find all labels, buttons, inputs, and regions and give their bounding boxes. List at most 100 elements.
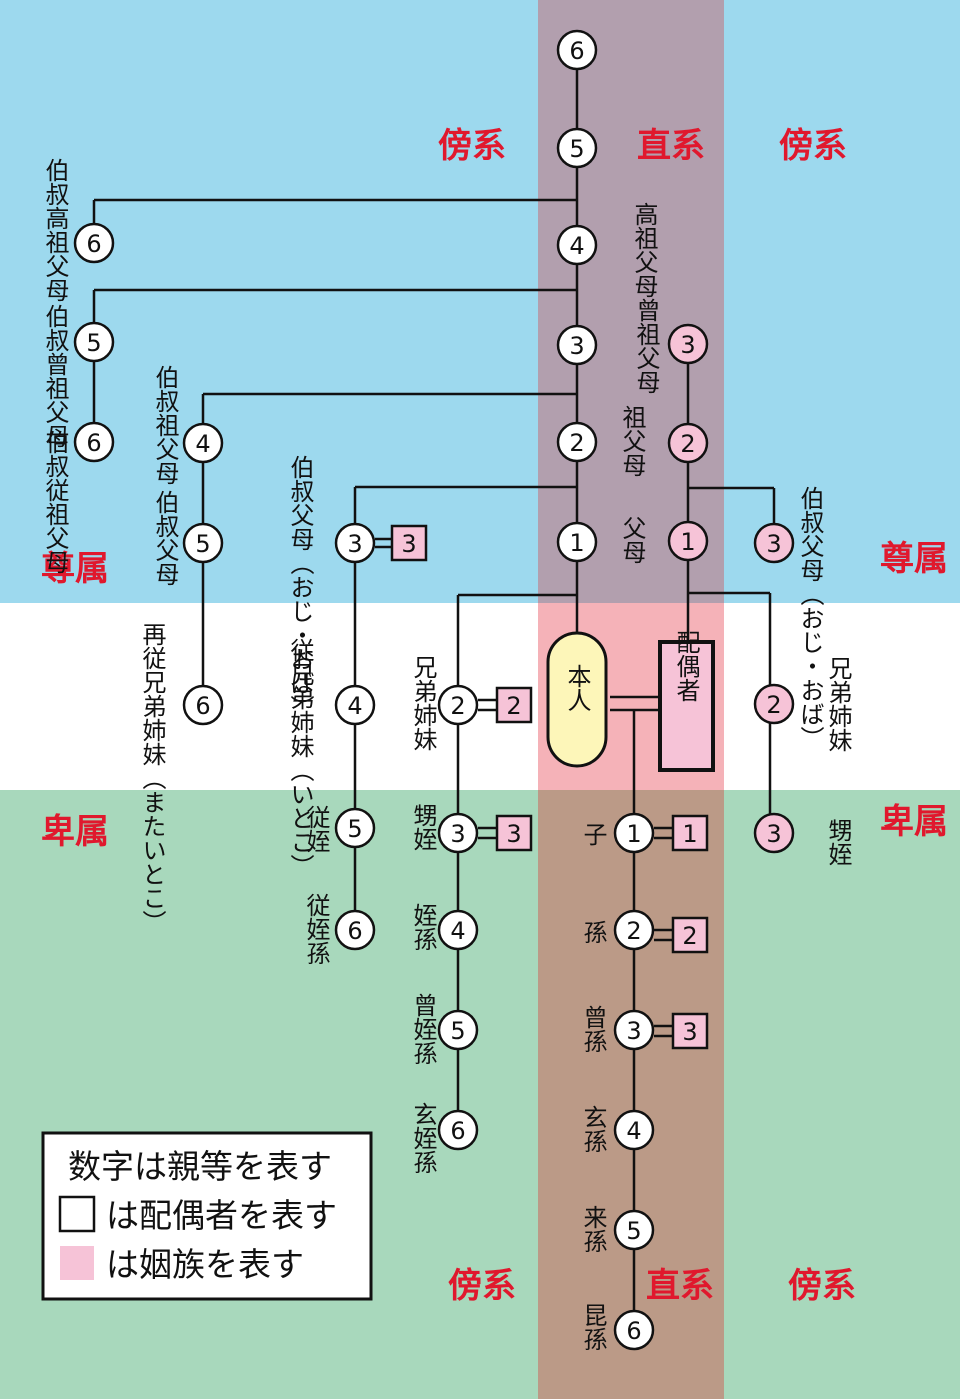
svg-text:6: 6 [86,230,101,258]
node-sibling-2: 2 [437,684,479,726]
svg-text:3: 3 [680,331,695,359]
svg-text:3: 3 [682,1018,697,1046]
svg-text:6: 6 [86,429,101,457]
node-great-granduncle-5: 5 [73,321,115,363]
legend-line-1: 数字は親等を表す [68,1147,332,1186]
svg-text:6: 6 [450,1117,465,1145]
node-self: 本人 [546,631,608,768]
label-collateral-left-top: 傍系 [438,126,506,166]
label-spouse-kyodai: 兄弟姉妹 [824,656,852,752]
svg-text:2: 2 [506,692,521,720]
svg-text:3: 3 [766,530,781,558]
node-uncle-spouse-3: 3 [390,524,428,562]
svg-text:1: 1 [680,528,695,556]
svg-text:5: 5 [86,329,101,357]
label-sou-tetsuson: 曾姪孫 [409,993,437,1065]
node-spouse-sibling-2: 2 [753,683,795,725]
node-grandchild-spouse-2: 2 [671,916,709,954]
node-lineal-2: 2 [556,421,598,463]
label-jutetsu: 従姪 [302,805,330,853]
label-ko: 子 [579,822,607,846]
svg-text:6: 6 [347,917,362,945]
label-spouse-hakushuku: 伯叔父母（おじ・おば） [796,486,824,750]
svg-text:3: 3 [347,530,362,558]
node-gg-grandchild-4: 4 [613,1109,655,1151]
svg-text:1: 1 [682,820,697,848]
legend-spouse-swatch [58,1195,96,1233]
label-collateral-right-top: 傍系 [779,126,847,166]
label-lineal-bottom: 直系 [646,1266,714,1306]
node-great-grandchild-3: 3 [613,1009,655,1051]
label-ju-kyodai: 従兄弟姉妹（いとこ） [286,638,314,878]
svg-text:6: 6 [626,1317,641,1345]
node-lineal-4: 4 [556,224,598,266]
svg-text:3: 3 [626,1017,641,1045]
legend: 数字は親等を表す は配偶者を表す は姻族を表す [41,1131,373,1301]
label-himago: 曾孫 [579,1005,607,1053]
node-great-great-granduncle-6: 6 [73,222,115,264]
node-nephew-spouse-3: 3 [495,814,533,852]
node-gggg-grandchild-6: 6 [613,1309,655,1351]
node-great-grandnephew-5: 5 [437,1009,479,1051]
svg-text:3: 3 [766,820,781,848]
svg-text:4: 4 [195,430,210,458]
svg-text:1: 1 [626,820,641,848]
label-tetsuson: 姪孫 [409,903,437,951]
node-spouse-great-grandparent-3: 3 [667,323,709,365]
svg-text:本人: 本人 [563,664,591,712]
node-parent-second-cousin-6: 6 [73,421,115,463]
svg-text:5: 5 [569,135,584,163]
node-granduncle-4: 4 [182,422,224,464]
svg-text:5: 5 [195,530,210,558]
label-sou-hakushuku: 伯叔曾祖父母 [41,304,69,448]
legend-line-3: は姻族を表す [106,1245,304,1284]
node-parent-cousin-5: 5 [182,522,224,564]
label-ju-hakushuku-sofubo: 伯叔従祖父母 [41,430,69,574]
svg-text:6: 6 [569,37,584,65]
label-konson: 昆孫 [579,1303,607,1351]
svg-text:5: 5 [626,1217,641,1245]
lineal-column-upper [538,0,724,603]
label-mago: 孫 [579,920,607,944]
legend-inlaw-swatch [60,1246,94,1280]
ascendant-band [0,0,960,603]
node-grandnephew-4: 4 [437,909,479,951]
node-nephew-3: 3 [437,812,479,854]
svg-text:2: 2 [766,691,781,719]
node-sibling-spouse-2: 2 [495,686,533,724]
label-genson: 玄孫 [579,1105,607,1153]
node-ggg-grandchild-5: 5 [613,1209,655,1251]
lineal-column-lower [538,790,724,1399]
label-jutetsuson: 従姪孫 [302,893,330,965]
node-grandchild-2: 2 [613,909,655,951]
label-hakushuku-fubo-kana: 伯叔父母（おじ・おば） [286,455,314,719]
svg-text:6: 6 [195,692,210,720]
label-ascendant-left: 尊属 [41,549,109,589]
svg-text:2: 2 [626,917,641,945]
node-child-1: 1 [613,812,655,854]
svg-text:配偶者: 配偶者 [672,630,700,702]
svg-text:4: 4 [450,917,465,945]
node-lineal-6: 6 [556,29,598,71]
node-child-spouse-1: 1 [671,814,709,852]
label-collateral-left-bottom: 傍系 [448,1266,516,1306]
label-gen-tetsuson: 玄姪孫 [409,1102,437,1174]
svg-text:5: 5 [347,815,362,843]
svg-text:5: 5 [450,1017,465,1045]
svg-text:2: 2 [680,430,695,458]
svg-text:3: 3 [401,530,416,558]
node-cousin-child-5: 5 [334,807,376,849]
label-descendant-right: 卑属 [880,802,948,842]
node-lineal-1: 1 [556,521,598,563]
node-spouse-nephew-3: 3 [753,812,795,854]
node-spouse-uncle-3: 3 [753,522,795,564]
node-second-cousin-6: 6 [182,684,224,726]
label-hakushuku-sofubo: 伯叔祖父母 [151,365,179,485]
node-spouse: 配偶者 [658,630,715,772]
label-koso-fubo: 高祖父母 [630,202,658,298]
svg-text:4: 4 [569,232,584,260]
label-ascendant-right: 尊属 [880,539,948,579]
node-cousin-grandchild-6: 6 [334,909,376,951]
label-collateral-right-bottom: 傍系 [788,1266,856,1306]
